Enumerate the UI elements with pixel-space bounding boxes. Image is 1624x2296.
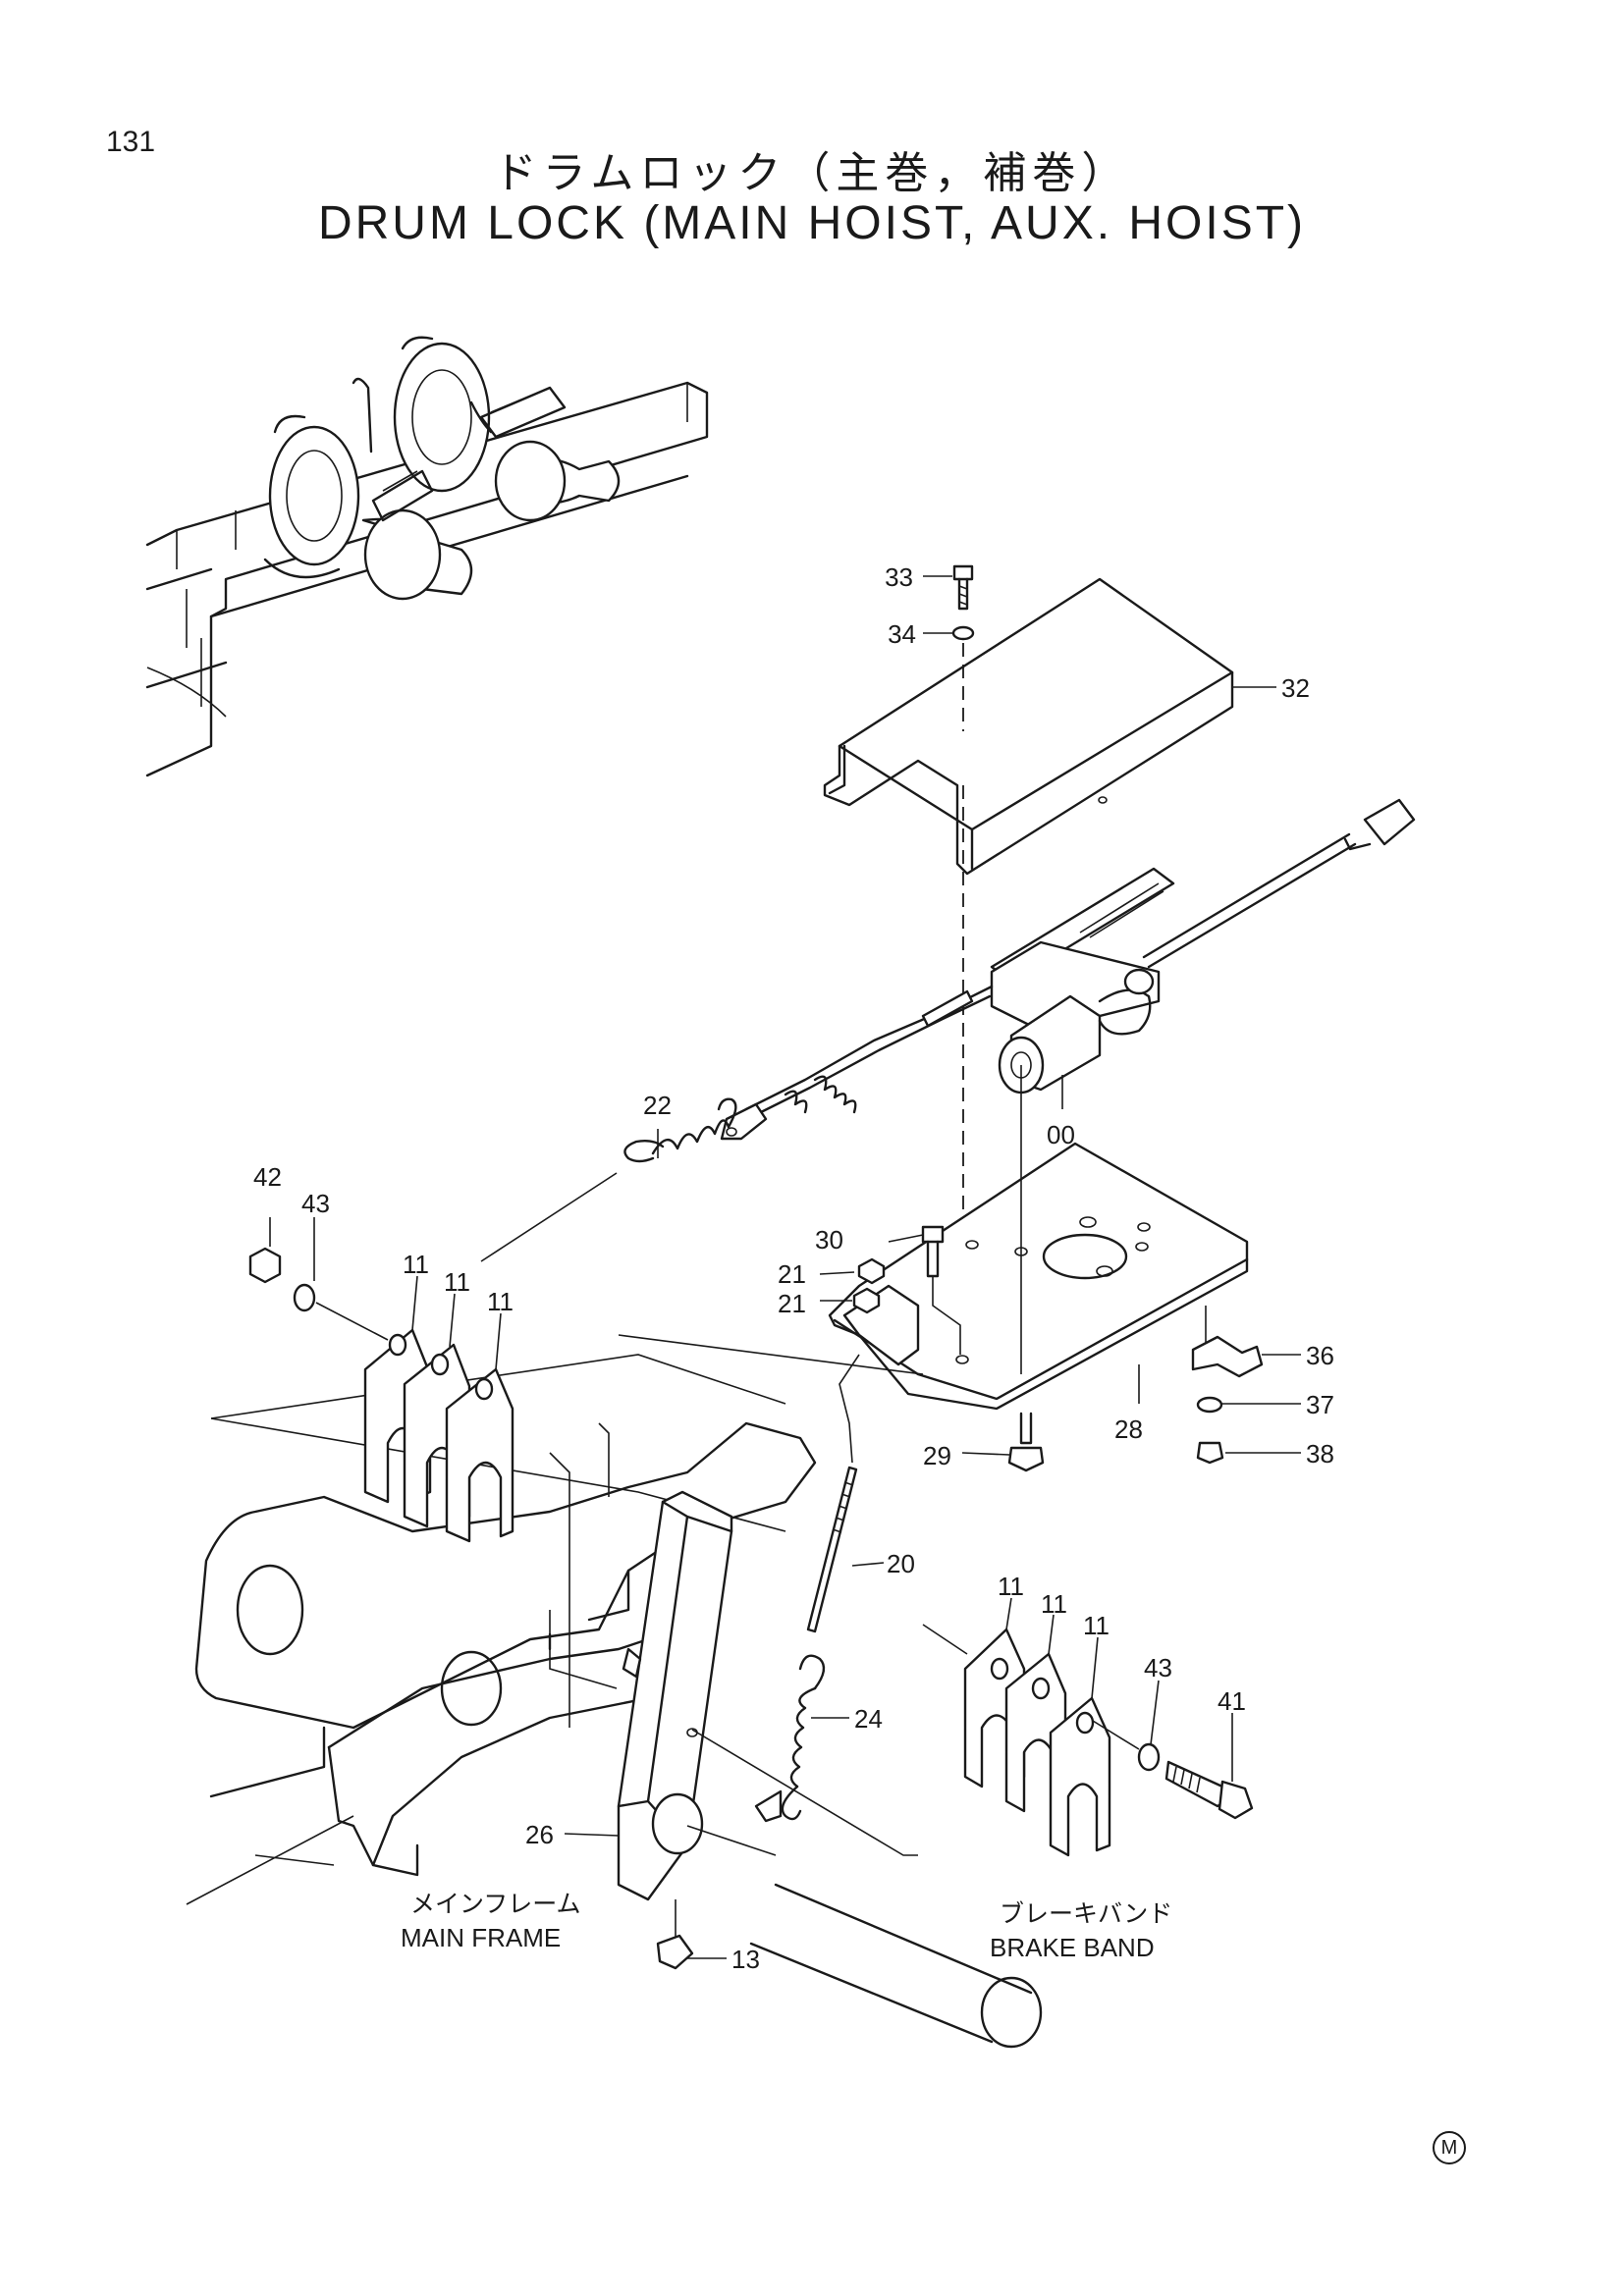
callout-33: 33 xyxy=(885,562,913,592)
callout-11-b: 11 xyxy=(444,1267,470,1297)
nut-part-21-b xyxy=(852,1287,881,1314)
callout-43-right: 43 xyxy=(1144,1653,1172,1682)
rod-part-20 xyxy=(806,1354,860,1633)
grease-fitting-part-13 xyxy=(656,1899,694,1970)
callout-11-a: 11 xyxy=(403,1250,429,1279)
clip-part-36 xyxy=(1191,1335,1264,1378)
washer-part-43-left xyxy=(293,1283,316,1312)
page-title: DRUM LOCK (MAIN HOIST, AUX. HOIST) xyxy=(317,197,1307,249)
actuator-assembly-part-00 xyxy=(720,798,1416,1141)
bracket-plate-part-28 xyxy=(828,1142,1249,1411)
callout-36: 36 xyxy=(1306,1341,1334,1370)
callout-11-c: 11 xyxy=(487,1287,514,1316)
callout-11-e: 11 xyxy=(1041,1589,1067,1619)
callout-43-left: 43 xyxy=(301,1189,330,1218)
nut-part-21-a xyxy=(857,1257,886,1285)
callout-26: 26 xyxy=(525,1820,554,1849)
manufacturer-mark: M xyxy=(1433,2131,1466,2164)
callout-28: 28 xyxy=(1114,1415,1143,1444)
bolt-part-41 xyxy=(1164,1760,1254,1820)
lock-plates-part-11-right xyxy=(963,1628,1111,1857)
bolt-part-30 xyxy=(921,1225,961,1355)
bolt-part-33 xyxy=(952,564,974,611)
main-frame-label-japanese: メインフレーム xyxy=(410,1890,581,1918)
callout-22: 22 xyxy=(643,1091,672,1120)
callout-37: 37 xyxy=(1306,1390,1334,1419)
cover-part-32 xyxy=(823,577,1234,876)
callout-11-d: 11 xyxy=(998,1572,1024,1601)
brake-band-label-japanese: ブレーキバンド xyxy=(1000,1899,1172,1928)
washer-part-34 xyxy=(951,625,975,641)
nut-part-42 xyxy=(248,1247,282,1284)
lock-plates-part-11-left xyxy=(363,1328,514,1543)
page-number: 131 xyxy=(106,126,156,158)
callout-24: 24 xyxy=(854,1704,883,1734)
page-title-japanese: ドラムロック（主巻，補巻） xyxy=(493,148,1131,198)
callout-29: 29 xyxy=(923,1441,951,1470)
spring-part-22 xyxy=(623,1097,737,1163)
drum-overview-inset xyxy=(145,336,709,777)
brake-band-label: BRAKE BAND xyxy=(990,1933,1155,1962)
callout-42: 42 xyxy=(253,1162,282,1192)
callout-00: 00 xyxy=(1047,1120,1075,1149)
callout-11-f: 11 xyxy=(1083,1611,1110,1640)
callout-20: 20 xyxy=(887,1549,915,1578)
bolt-part-29 xyxy=(1007,1412,1045,1472)
washer-part-37 xyxy=(1196,1396,1223,1414)
spring-part-24 xyxy=(781,1654,826,1821)
callout-34: 34 xyxy=(888,619,916,649)
callout-32: 32 xyxy=(1281,673,1310,703)
callout-21-a: 21 xyxy=(778,1259,806,1289)
bolt-part-38 xyxy=(1196,1441,1224,1465)
washer-part-43-right xyxy=(1137,1742,1161,1772)
callout-30: 30 xyxy=(815,1225,843,1255)
lever-part-26 xyxy=(617,1490,1043,2049)
callout-21-b: 21 xyxy=(778,1289,806,1318)
callout-13: 13 xyxy=(731,1945,760,1974)
callout-38: 38 xyxy=(1306,1439,1334,1468)
main-frame-label: MAIN FRAME xyxy=(401,1923,561,1952)
leader-lines xyxy=(269,575,1301,1959)
callout-41: 41 xyxy=(1218,1686,1246,1716)
